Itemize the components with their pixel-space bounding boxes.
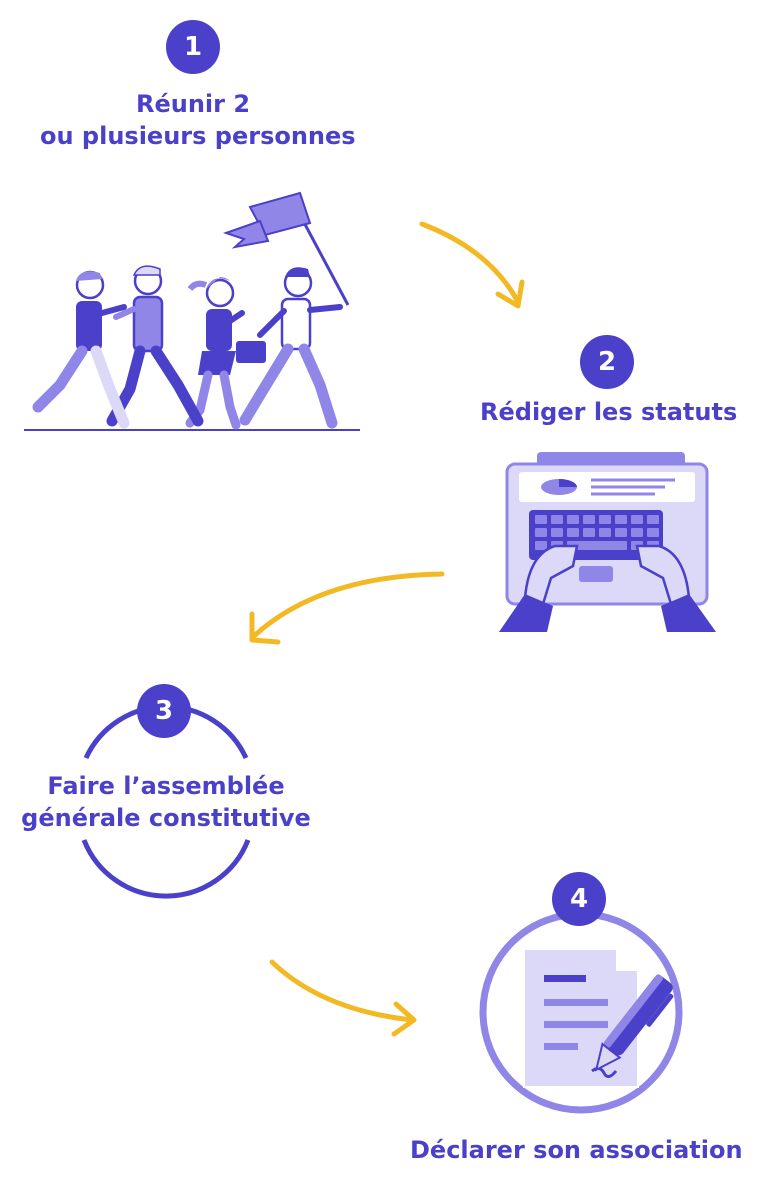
step-4-label: Déclarer son association xyxy=(410,1136,743,1164)
step-1-label-line1: Réunir 2 xyxy=(135,90,251,118)
step-4-badge: 4 xyxy=(552,872,606,926)
step-1-badge: 1 xyxy=(166,20,220,74)
people-running-flag-icon xyxy=(24,191,360,431)
step-2-label: Rédiger les statuts xyxy=(480,398,738,426)
step-2-badge: 2 xyxy=(580,335,634,389)
step-1-label-line2: ou plusieurs personnes xyxy=(40,122,356,150)
step-3-label: Faire l’assemblée générale constitutive xyxy=(16,770,316,834)
step-3-badge: 3 xyxy=(137,684,191,738)
document-pen-icon xyxy=(479,910,683,1114)
step-1-label: Réunir 2 ou plusieurs personnes xyxy=(40,88,356,152)
step-3-label-line2: générale constitutive xyxy=(21,804,311,832)
arrow-1-icon xyxy=(419,221,525,309)
laptop-typing-icon xyxy=(499,452,716,632)
arrow-2-icon xyxy=(249,571,445,645)
arrow-3-icon xyxy=(269,959,417,1037)
step-3-label-line1: Faire l’assemblée xyxy=(47,772,285,800)
